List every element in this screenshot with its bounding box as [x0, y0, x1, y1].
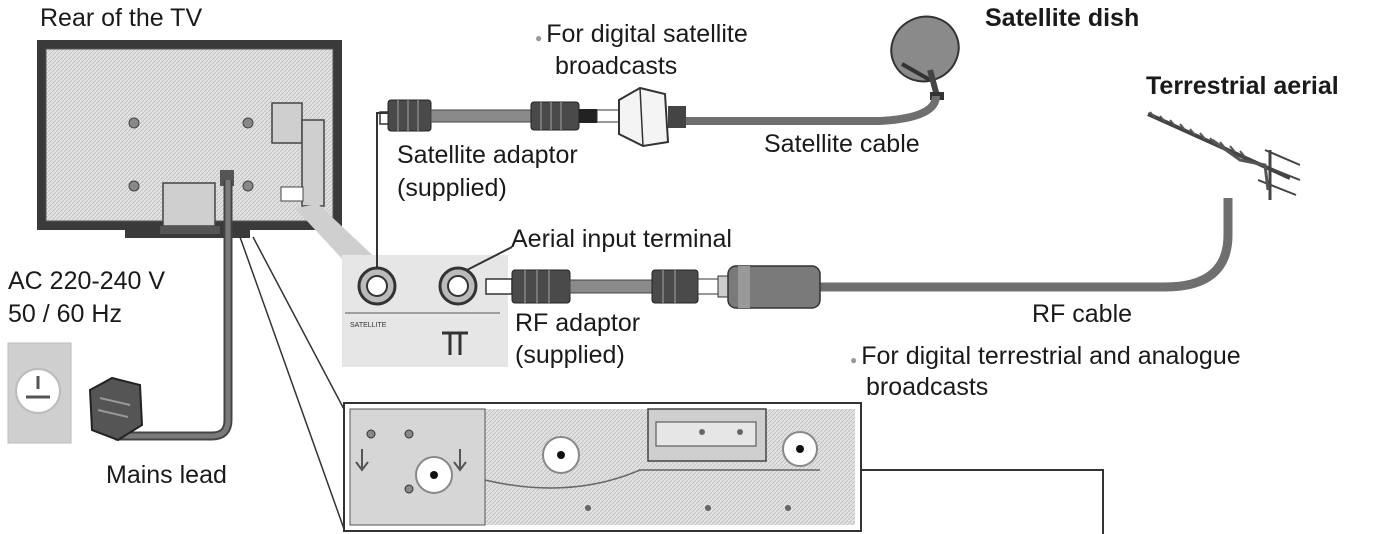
satellite-dish: [890, 15, 960, 100]
terminal-panel: [342, 255, 508, 367]
label-terr-note-2: broadcasts: [866, 373, 989, 401]
tv-rear: [37, 40, 342, 238]
label-rf-cable: RF cable: [1032, 300, 1133, 328]
wall-socket: [7, 342, 72, 444]
tv-detail-zoom: [343, 402, 862, 532]
zoom-wedge: [295, 204, 380, 262]
label-rf-adaptor-2: (supplied): [515, 341, 625, 369]
label-ac-power: AC 220-240 V: [8, 267, 166, 295]
terrestrial-aerial: [1147, 111, 1301, 200]
label-aerial-input-terminal: Aerial input terminal: [511, 225, 732, 253]
rf-adaptor-chain: [485, 265, 821, 309]
label-terrestrial-aerial: Terrestrial aerial: [1146, 72, 1339, 100]
bullet-icon: ●: [850, 353, 858, 367]
label-mains-lead: Mains lead: [106, 461, 227, 489]
label-rear-of-tv: Rear of the TV: [40, 4, 203, 32]
label-ac-frequency: 50 / 60 Hz: [8, 300, 122, 328]
mains-lead: [115, 180, 233, 441]
bullet-icon: ●: [535, 31, 543, 45]
zoom-line-top: [252, 236, 347, 414]
label-satellite-adaptor-2: (supplied): [397, 174, 507, 202]
label-rf-adaptor: RF adaptor: [515, 309, 641, 337]
satellite-cable: [684, 95, 940, 125]
detail-leader-line: [861, 469, 1104, 534]
panel-satellite-label: SATELLITE: [350, 322, 387, 329]
label-satellite-adaptor: Satellite adaptor: [397, 141, 578, 169]
satellite-adaptor-chain: [379, 86, 686, 148]
label-sat-note-2: broadcasts: [555, 52, 678, 80]
label-satellite-dish: Satellite dish: [985, 4, 1140, 32]
sat-leader-line: [376, 112, 388, 268]
label-satellite-cable: Satellite cable: [764, 130, 920, 158]
mains-plug: [88, 376, 144, 442]
aerial-leader-line: [466, 246, 513, 271]
label-terr-note: ●For digital terrestrial and analogue: [850, 342, 1241, 370]
label-sat-note: ●For digital satellite: [535, 20, 748, 48]
rf-cable: [816, 198, 1233, 292]
zoom-line-bottom: [239, 236, 345, 530]
